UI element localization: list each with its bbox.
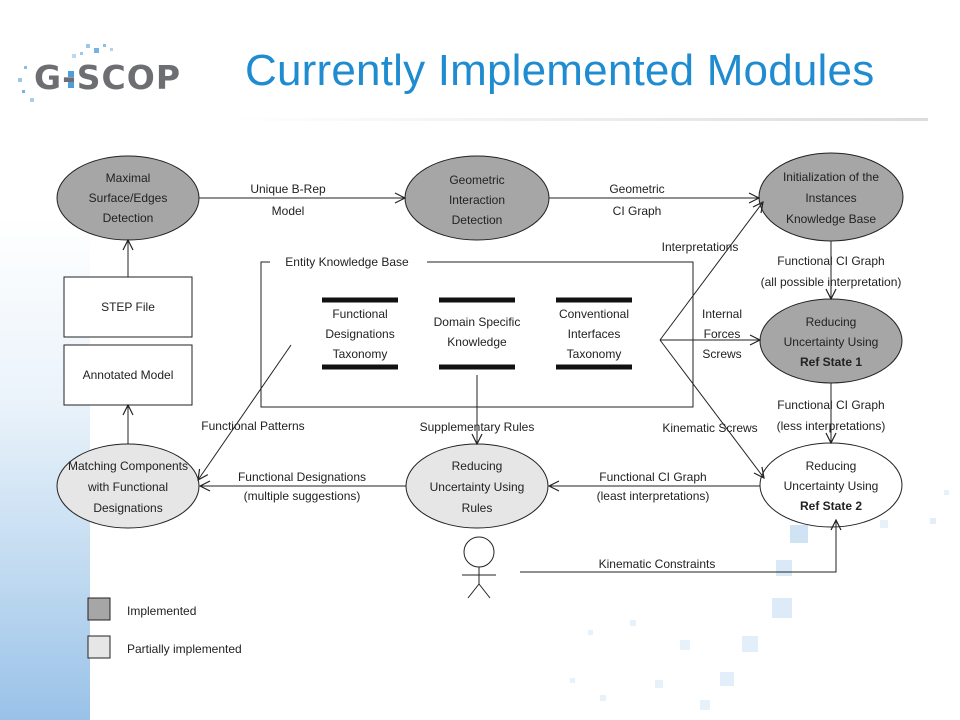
step-file-label: STEP File bbox=[101, 300, 155, 314]
node-ref2-label-1: Reducing bbox=[806, 459, 857, 473]
legend-implemented-swatch bbox=[87, 597, 111, 621]
node-matching-label-3: Designations bbox=[93, 501, 162, 515]
label-supp-rules: Supplementary Rules bbox=[420, 420, 535, 434]
label-internal-2: Forces bbox=[704, 327, 741, 341]
node-geometric-label-3: Detection bbox=[452, 213, 503, 227]
label-func-ci-less-2: (less interpretations) bbox=[777, 419, 886, 433]
label-brep-2: Model bbox=[272, 204, 305, 218]
node-init-label-2: Instances bbox=[805, 191, 856, 205]
label-geom-ci-1: Geometric bbox=[609, 182, 664, 196]
slide-title: Currently Implemented Modules bbox=[245, 46, 875, 95]
node-maximal-label-1: Maximal bbox=[106, 171, 151, 185]
label-func-desig-2: (multiple suggestions) bbox=[244, 489, 361, 503]
label-func-patterns: Functional Patterns bbox=[201, 419, 304, 433]
knowledge-base-title: Entity Knowledge Base bbox=[285, 255, 409, 269]
node-maximal-label-3: Detection bbox=[103, 211, 154, 225]
node-ref1-label-2: Uncertainty Using bbox=[784, 335, 879, 349]
arrow-interpretations bbox=[659, 202, 763, 341]
arrow-kinematic-constraints bbox=[520, 520, 836, 573]
label-kinematic-constraints: Kinematic Constraints bbox=[599, 557, 716, 571]
conventional-taxonomy-label-1: Conventional bbox=[559, 307, 629, 321]
node-matching-label-2: with Functional bbox=[87, 480, 168, 494]
user-stick-figure-icon bbox=[462, 536, 496, 599]
conventional-taxonomy-label-3: Taxonomy bbox=[567, 347, 622, 361]
node-rules-label-2: Uncertainty Using bbox=[430, 480, 525, 494]
logo-text: G-SCOP bbox=[34, 58, 182, 97]
node-ref2-label-3: Ref State 2 bbox=[800, 499, 862, 513]
node-maximal-label-2: Surface/Edges bbox=[89, 191, 168, 205]
label-internal-1: Internal bbox=[702, 307, 742, 321]
node-geometric-label-1: Geometric bbox=[449, 173, 504, 187]
decorative-squares bbox=[570, 490, 949, 710]
label-brep-1: Unique B-Rep bbox=[250, 182, 326, 196]
arrow-func-patterns bbox=[198, 344, 292, 480]
arrow-kinematic-screws bbox=[659, 339, 764, 478]
node-rules-label-1: Reducing bbox=[452, 459, 503, 473]
label-internal-3: Screws bbox=[702, 347, 741, 361]
domain-knowledge-label-1: Domain Specific bbox=[434, 315, 521, 329]
domain-knowledge-label-2: Knowledge bbox=[447, 335, 507, 349]
functional-taxonomy-label-1: Functional bbox=[332, 307, 387, 321]
label-func-desig-1: Functional Designations bbox=[238, 470, 366, 484]
legend-partial-swatch bbox=[87, 635, 111, 659]
node-ref2-label-2: Uncertainty Using bbox=[784, 479, 879, 493]
label-geom-ci-2: CI Graph bbox=[613, 204, 662, 218]
label-func-ci-less-1: Functional CI Graph bbox=[777, 398, 884, 412]
node-rules-label-3: Rules bbox=[462, 501, 493, 515]
functional-taxonomy-label-3: Taxonomy bbox=[333, 347, 388, 361]
node-init-label-1: Initialization of the bbox=[783, 170, 879, 184]
conventional-taxonomy-label-2: Interfaces bbox=[568, 327, 621, 341]
step-file-box bbox=[63, 276, 193, 338]
node-ref1-label-3: Ref State 1 bbox=[800, 355, 862, 369]
title-underline bbox=[230, 118, 928, 121]
annotated-model-label: Annotated Model bbox=[83, 368, 174, 382]
label-kinematic-screws: Kinematic Screws bbox=[662, 421, 757, 435]
node-init-label-3: Knowledge Base bbox=[786, 212, 876, 226]
node-matching-label-1: Matching Components bbox=[68, 459, 188, 473]
label-interpretations: Interpretations bbox=[662, 240, 739, 254]
gscop-logo bbox=[18, 44, 113, 102]
legend-implemented-label: Implemented bbox=[127, 604, 196, 618]
label-func-ci-all-1: Functional CI Graph bbox=[777, 254, 884, 268]
node-geometric-label-2: Interaction bbox=[449, 193, 505, 207]
functional-taxonomy-label-2: Designations bbox=[325, 327, 394, 341]
legend-partial-label: Partially implemented bbox=[127, 642, 242, 656]
label-func-ci-least-1: Functional CI Graph bbox=[599, 470, 706, 484]
label-func-ci-least-2: (least interpretations) bbox=[597, 489, 710, 503]
label-func-ci-all-2: (all possible interpretation) bbox=[761, 275, 902, 289]
node-ref1-label-1: Reducing bbox=[806, 315, 857, 329]
